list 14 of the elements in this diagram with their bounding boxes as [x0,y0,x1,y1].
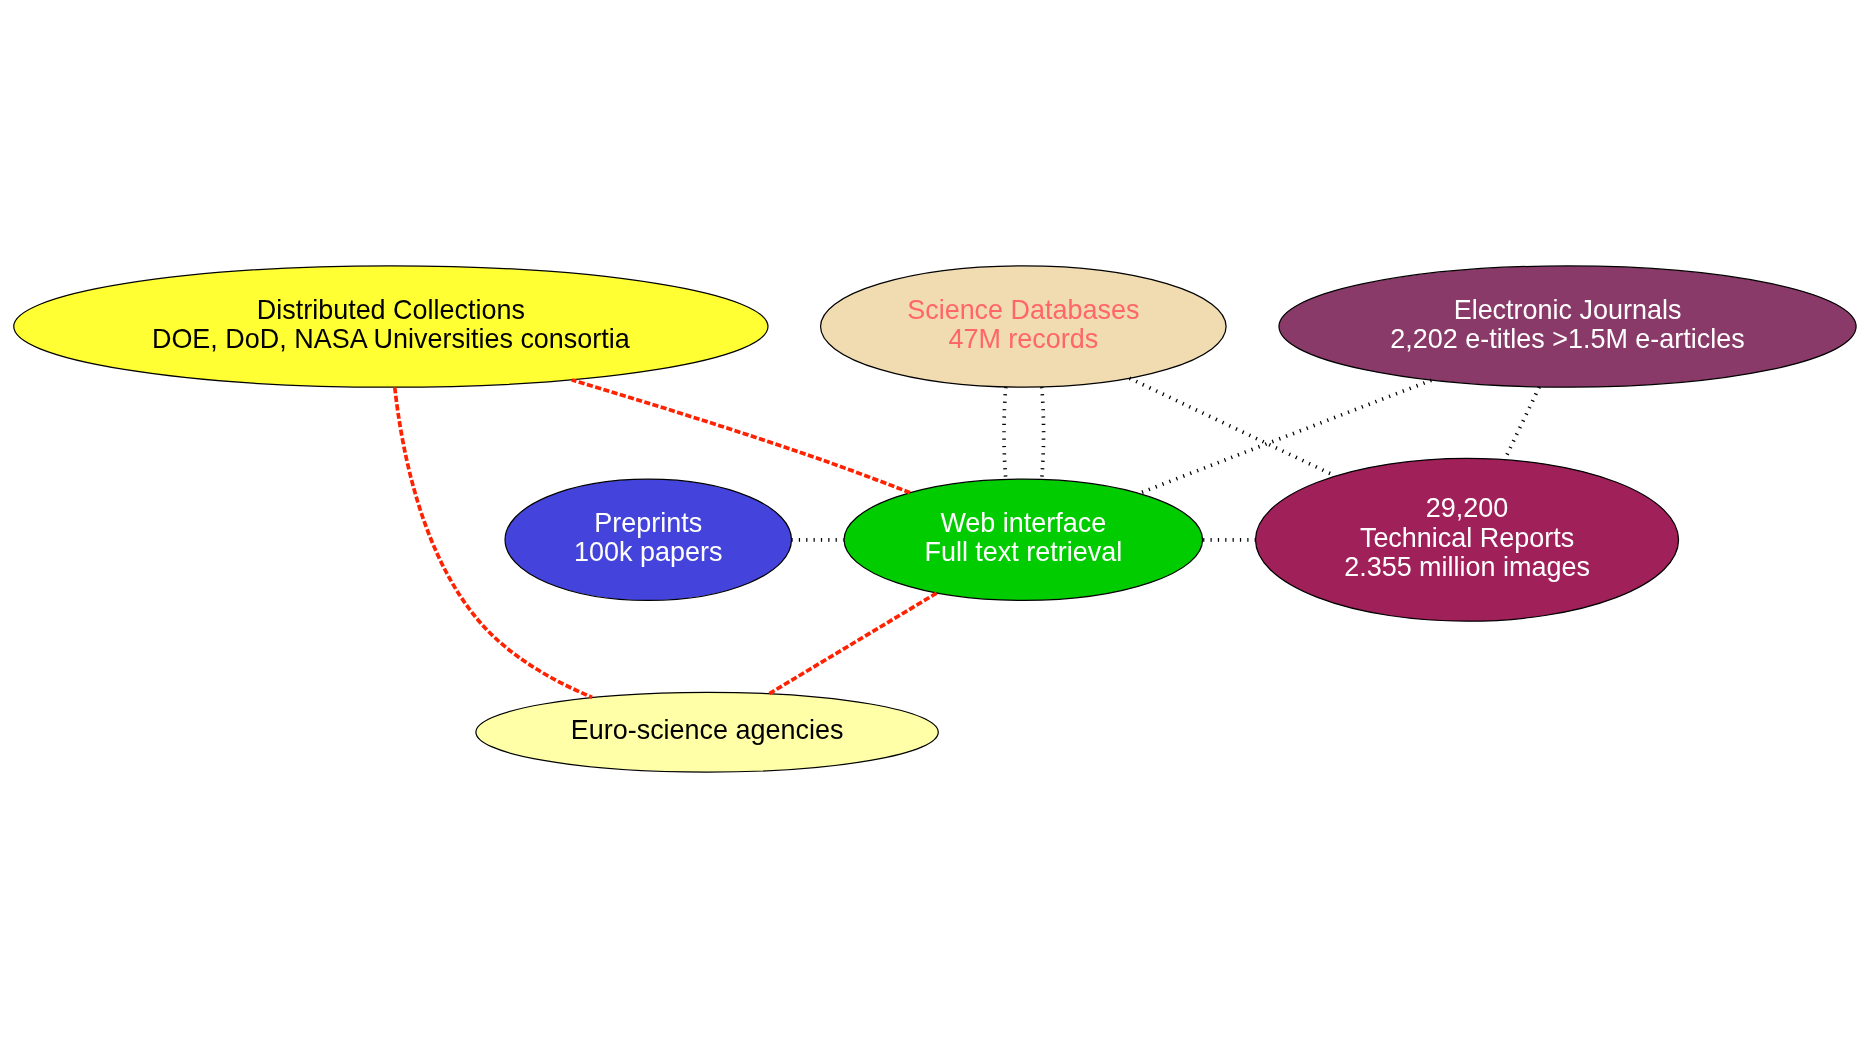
connector [768,591,938,696]
node-ellipse: Preprints 100k papers [504,478,793,602]
connector [392,387,593,700]
node-ellipse: Science Databases 47M records [819,265,1227,388]
node-ellipse: Web interface Full text retrieval [843,478,1204,602]
node-ellipse: Electronic Journals 2,202 e-titles >1.5M e-articles [1278,265,1857,388]
node-ellipse: 29,200 Technical Reports 2.355 million images [1254,457,1680,622]
node-ellipse: Euro-science agencies [475,691,939,773]
connector [791,537,844,542]
connector [571,378,911,495]
connector [1138,378,1432,496]
connector [1002,386,1008,480]
connector [1039,386,1046,480]
node-ellipse: Distributed Collections DOE, DoD, NASA Universities consortia [13,265,769,388]
